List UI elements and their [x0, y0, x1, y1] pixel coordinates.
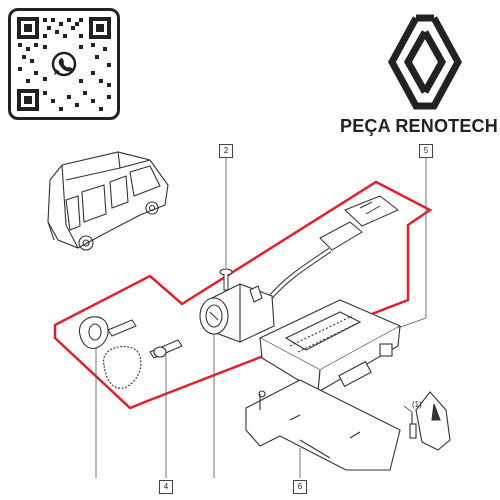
- screw: [219, 268, 233, 291]
- ignition-switch: [199, 283, 275, 343]
- highlight-outline: [53, 180, 433, 410]
- callout-control-unit: 5: [419, 144, 433, 158]
- qr-code-card[interactable]: [8, 8, 120, 120]
- callout-bracket: 6: [293, 480, 307, 494]
- van-illustration: [47, 151, 169, 251]
- connector-harness: [266, 195, 399, 302]
- control-unit: [258, 299, 402, 394]
- parts-diagram: [47, 151, 451, 478]
- mounting-bracket: [245, 379, 401, 471]
- callout-ignition-switch: 2: [219, 144, 233, 158]
- key-detail: [409, 391, 451, 451]
- leader-lines: [95, 155, 427, 478]
- qr-code: [17, 17, 111, 111]
- whatsapp-icon: [49, 49, 79, 79]
- brand-name: PEÇA RENOTECH: [340, 116, 498, 136]
- key-detail-label: (1): [412, 400, 422, 409]
- key: [103, 339, 183, 389]
- renault-diamond-logo: [388, 14, 462, 110]
- key-fob: [78, 316, 137, 349]
- callout-key: 4: [159, 480, 173, 494]
